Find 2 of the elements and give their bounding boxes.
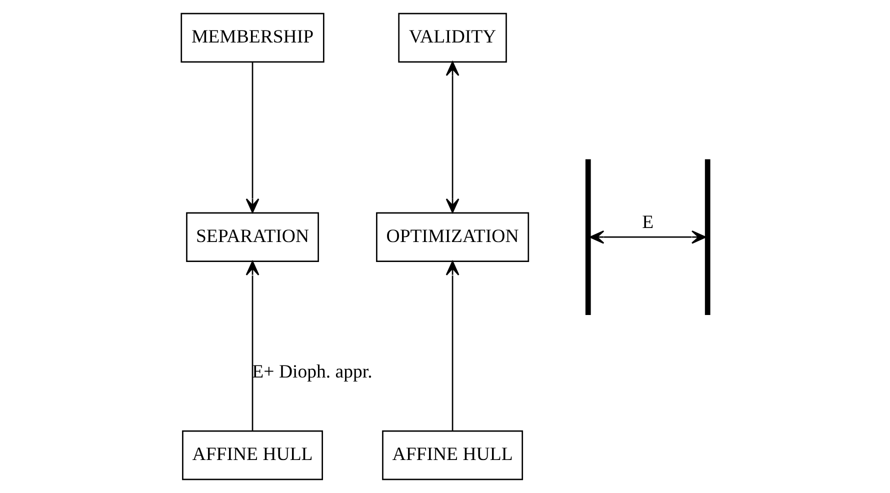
edge-label: E+ Dioph. appr. bbox=[252, 362, 372, 383]
edge-label: E bbox=[642, 212, 654, 233]
